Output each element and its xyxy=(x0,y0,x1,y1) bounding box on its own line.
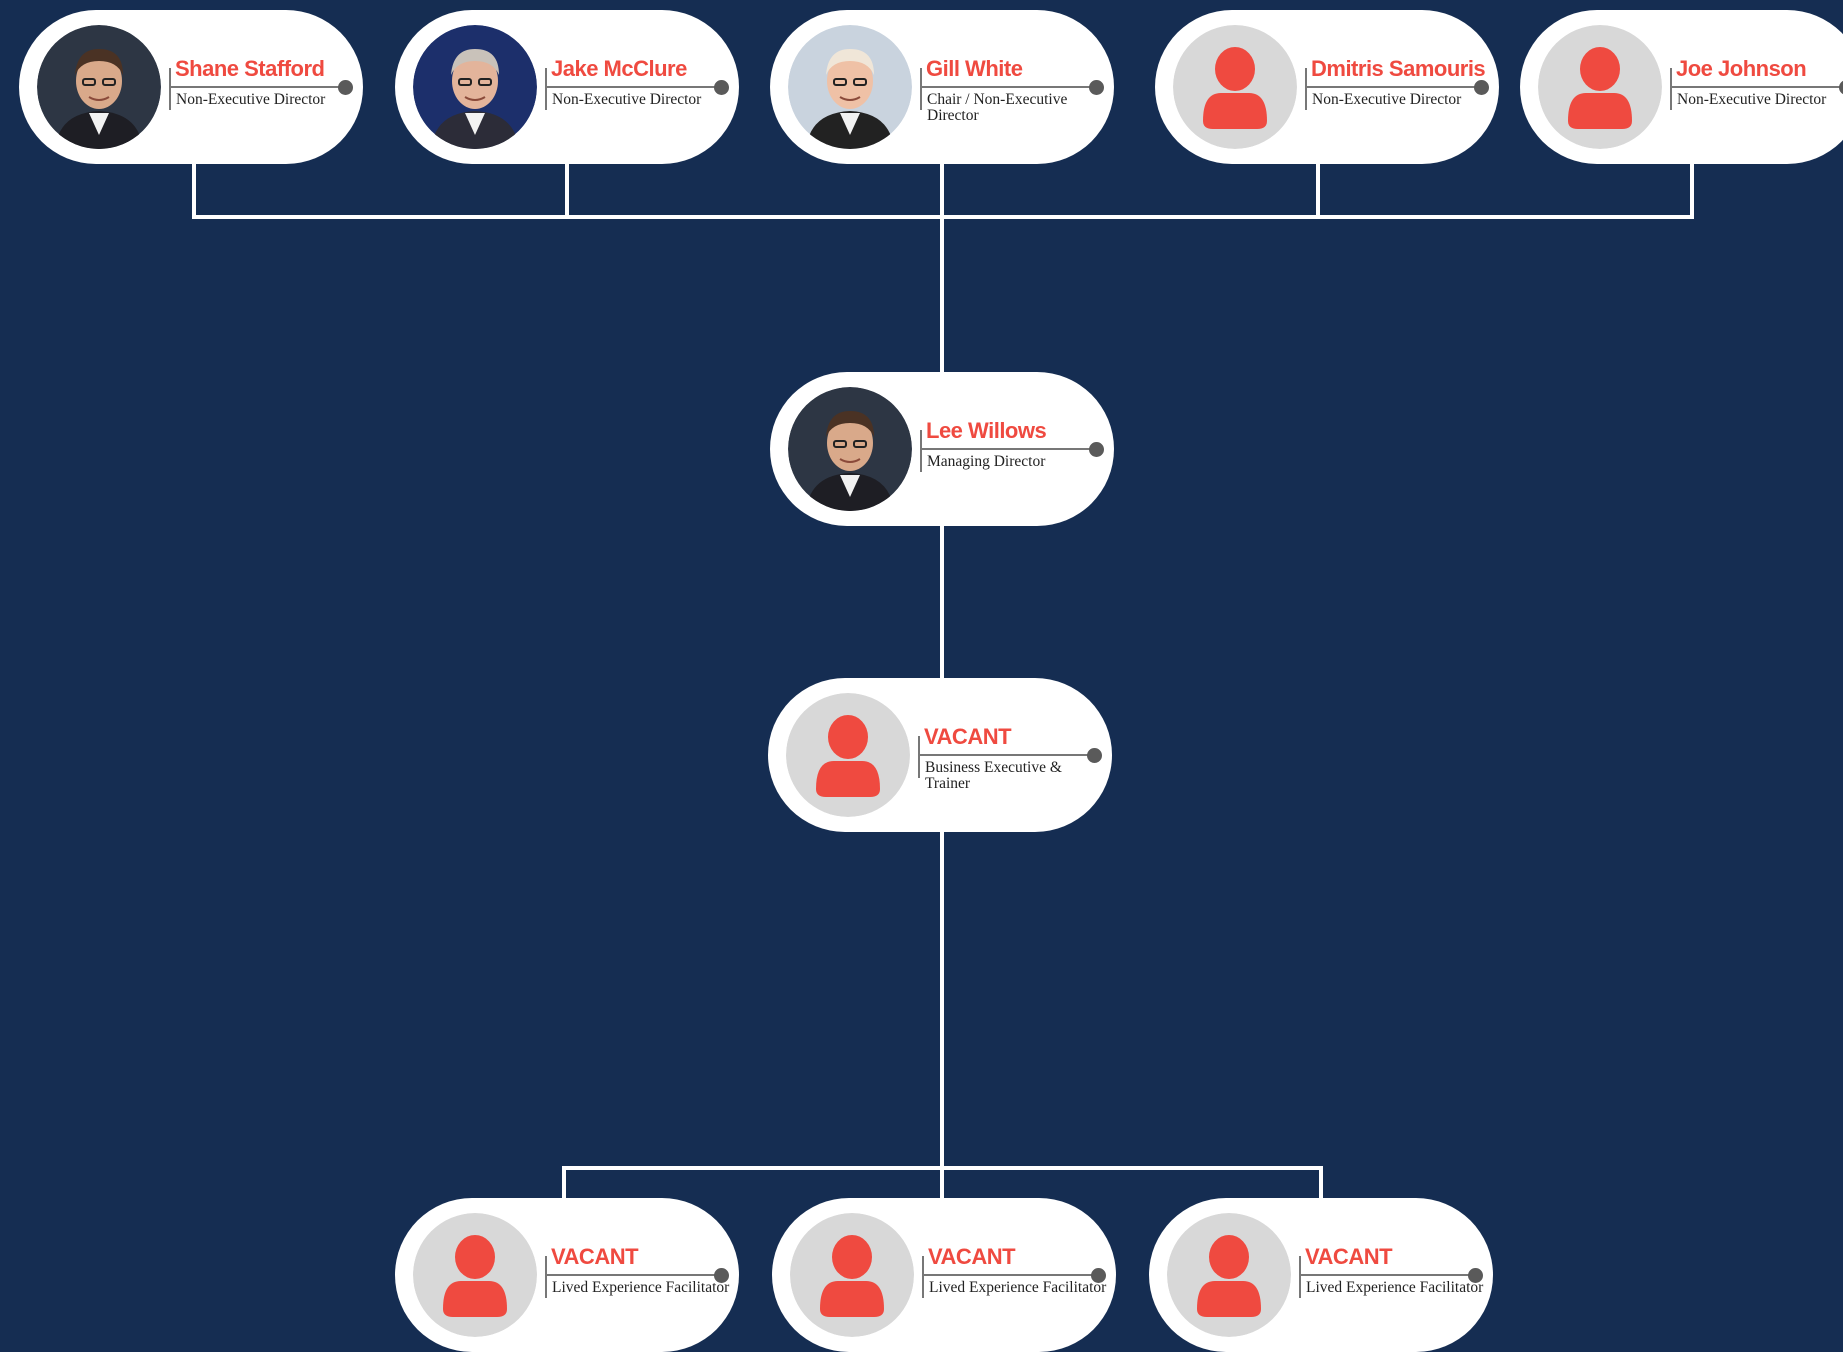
person-card: VACANT Lived Experience Facilitator xyxy=(772,1198,1116,1352)
name-rule xyxy=(545,1274,721,1276)
name-rule xyxy=(922,1274,1098,1276)
person-role: Non-Executive Director xyxy=(176,91,326,108)
divider xyxy=(922,1256,924,1298)
person-card: VACANT Lived Experience Facilitator xyxy=(1149,1198,1493,1352)
person-name: Lee Willows xyxy=(926,418,1047,443)
user-placeholder-icon xyxy=(1173,25,1297,149)
person-card: VACANT Business Executive & Trainer xyxy=(768,678,1112,832)
divider xyxy=(169,68,171,110)
name-rule xyxy=(1305,86,1481,88)
connector-dot xyxy=(338,80,353,95)
person-card: VACANT Lived Experience Facilitator xyxy=(395,1198,739,1352)
person-name: VACANT xyxy=(924,724,1012,749)
divider xyxy=(920,68,922,110)
connector-dot xyxy=(714,80,729,95)
person-name: VACANT xyxy=(551,1244,639,1269)
person-name: Gill White xyxy=(926,56,1023,81)
person-role: Lived Experience Facilitator xyxy=(1306,1279,1484,1296)
user-placeholder-icon xyxy=(790,1213,914,1337)
person-name: VACANT xyxy=(928,1244,1016,1269)
connector-dot xyxy=(1468,1268,1483,1283)
name-rule xyxy=(918,754,1094,756)
profile-photo xyxy=(788,387,912,511)
divider xyxy=(1670,68,1672,110)
user-placeholder-icon xyxy=(1167,1213,1291,1337)
connector-dot xyxy=(1091,1268,1106,1283)
person-role: Lived Experience Facilitator xyxy=(552,1279,730,1296)
connector-dot xyxy=(1474,80,1489,95)
name-rule xyxy=(920,448,1096,450)
profile-photo xyxy=(788,25,912,149)
profile-photo xyxy=(37,25,161,149)
person-role: Business Executive & Trainer xyxy=(925,759,1062,792)
person-role: Managing Director xyxy=(927,453,1046,470)
name-rule xyxy=(169,86,345,88)
divider xyxy=(920,430,922,472)
person-role: Non-Executive Director xyxy=(1677,91,1827,108)
divider xyxy=(545,68,547,110)
person-name: VACANT xyxy=(1305,1244,1393,1269)
person-name: Joe Johnson xyxy=(1676,56,1807,81)
user-placeholder-icon xyxy=(1538,25,1662,149)
person-role: Chair / Non-Executive Director xyxy=(927,91,1068,124)
name-rule xyxy=(920,86,1096,88)
person-role: Non-Executive Director xyxy=(1312,91,1462,108)
user-placeholder-icon xyxy=(413,1213,537,1337)
connector-dot xyxy=(714,1268,729,1283)
divider xyxy=(918,736,920,778)
person-name: Jake McClure xyxy=(551,56,687,81)
person-role: Non-Executive Director xyxy=(552,91,702,108)
user-placeholder-icon xyxy=(786,693,910,817)
divider xyxy=(1305,68,1307,110)
connector-dot xyxy=(1087,748,1102,763)
person-name: Shane Stafford xyxy=(175,56,325,81)
person-name: Dmitris Samouris xyxy=(1311,56,1486,81)
divider xyxy=(1299,1256,1301,1298)
name-rule xyxy=(545,86,721,88)
name-rule xyxy=(1299,1274,1475,1276)
person-role: Lived Experience Facilitator xyxy=(929,1279,1107,1296)
connector-dot xyxy=(1089,442,1104,457)
name-rule xyxy=(1670,86,1843,88)
profile-photo xyxy=(413,25,537,149)
connector-dot xyxy=(1839,80,1843,95)
divider xyxy=(545,1256,547,1298)
connector-dot xyxy=(1089,80,1104,95)
